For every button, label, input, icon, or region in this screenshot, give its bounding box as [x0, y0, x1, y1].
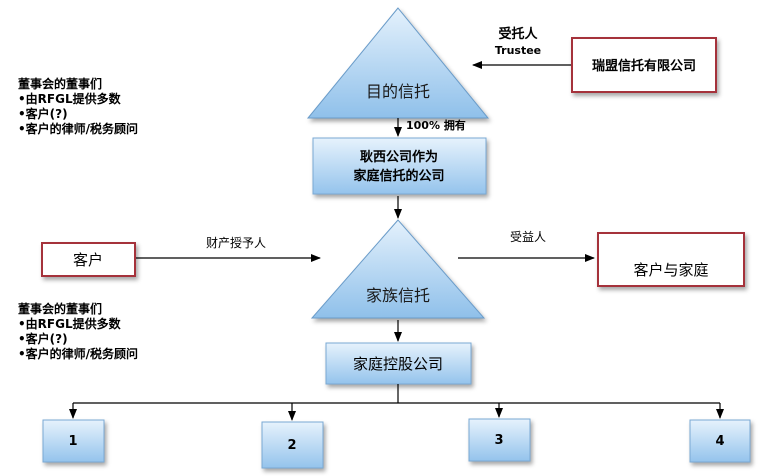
note-line: •客户(?): [18, 332, 68, 346]
beneficiary-box-label: 客户与家庭: [633, 261, 708, 279]
note-line: •由RFGL提供多数: [18, 317, 121, 331]
beneficiary-box: 客户与家庭: [597, 232, 745, 287]
subsidiary-4: 4: [689, 419, 751, 463]
subsidiary-1-label: 1: [68, 434, 77, 449]
ownership-label: 100% 拥有: [406, 118, 466, 132]
subsidiary-3: 3: [468, 418, 531, 462]
family-trust-company: 耿西公司作为 家庭信托的公司: [312, 137, 487, 195]
subsidiary-2-label: 2: [287, 438, 296, 453]
note-line: 董事会的董事们: [18, 302, 103, 316]
family-trust-label: 家族信托: [366, 286, 430, 305]
note-line: •客户的律师/税务顾问: [18, 347, 139, 361]
note-line: 董事会的董事们: [18, 77, 103, 91]
directors-note-top: 董事会的董事们 •由RFGL提供多数 •客户(?) •客户的律师/税务顾问: [18, 77, 138, 137]
subsidiary-2: 2: [261, 421, 324, 469]
holding-company: 家庭控股公司: [325, 342, 472, 385]
directors-note-bottom: 董事会的董事们 •由RFGL提供多数 •客户(?) •客户的律师/税务顾问: [18, 302, 138, 362]
subsidiary-3-label: 3: [494, 433, 503, 448]
settlor-box: 客户: [41, 242, 136, 277]
company-line2: 家庭信托的公司: [353, 168, 444, 184]
trustee-box: 瑞盟信托有限公司: [571, 37, 717, 93]
subsidiary-1: 1: [42, 419, 105, 463]
note-line: •由RFGL提供多数: [18, 92, 121, 106]
trustee-label-cn: 受托人: [498, 26, 538, 42]
note-line: •客户(?): [18, 107, 68, 121]
purpose-trust: 目的信托: [306, 7, 490, 119]
trustee-company: 瑞盟信托有限公司: [592, 58, 696, 74]
holding-company-label: 家庭控股公司: [353, 355, 443, 373]
beneficiary-label: 受益人: [510, 230, 546, 244]
note-line: •客户的律师/税务顾问: [18, 122, 139, 136]
trustee-label-en: Trustee: [495, 44, 541, 57]
purpose-trust-label: 目的信托: [366, 82, 430, 101]
company-line1: 耿西公司作为: [360, 149, 438, 165]
settlor-box-label: 客户: [73, 251, 103, 269]
settlor-label: 财产授予人: [206, 235, 266, 250]
family-trust: 家族信托: [310, 219, 486, 319]
subsidiary-4-label: 4: [715, 434, 724, 449]
